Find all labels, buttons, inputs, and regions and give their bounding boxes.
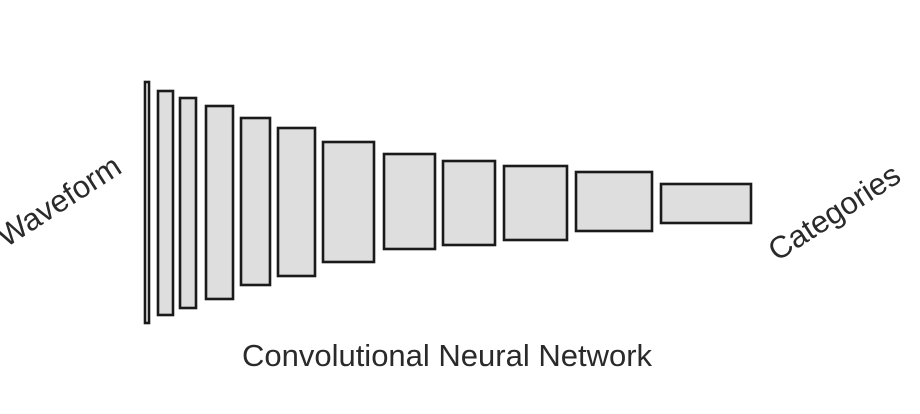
cnn-layer-9 — [502, 164, 569, 242]
cnn-layer-2 — [178, 96, 198, 310]
cnn-layer-7 — [382, 152, 437, 251]
cnn-layer-1 — [156, 89, 175, 317]
cnn-layer-8 — [441, 159, 497, 247]
cnn-layer-11 — [659, 182, 753, 225]
waveform-input-bar — [143, 80, 151, 325]
cnn-layer-5 — [276, 126, 317, 278]
cnn-layer-6 — [321, 140, 376, 264]
cnn-layer-3 — [204, 104, 235, 301]
cnn-layer-10 — [574, 170, 654, 233]
waveform-label: Waveform — [0, 148, 127, 254]
categories-label: Categories — [762, 157, 907, 268]
diagram-caption: Convolutional Neural Network — [242, 338, 653, 373]
cnn-layer-4 — [239, 116, 272, 287]
